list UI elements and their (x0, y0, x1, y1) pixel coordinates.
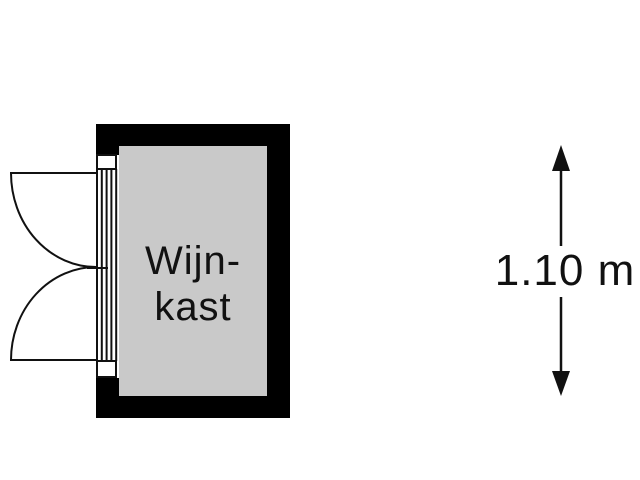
door-jamb-top (96, 154, 117, 170)
dimension-arrow-down-icon (552, 371, 570, 396)
door-opening (96, 155, 119, 378)
room-label: Wijn- kast (119, 238, 267, 330)
double-door-swing-icon (9, 171, 108, 362)
room-floor (119, 146, 267, 396)
dimension-label: 1.10 m (494, 246, 636, 295)
door-jamb-bottom (96, 360, 117, 378)
dimension-arrow-up-icon (552, 145, 570, 171)
room-label-line1: Wijn- (144, 239, 242, 283)
room-label-line2: kast (154, 285, 232, 329)
